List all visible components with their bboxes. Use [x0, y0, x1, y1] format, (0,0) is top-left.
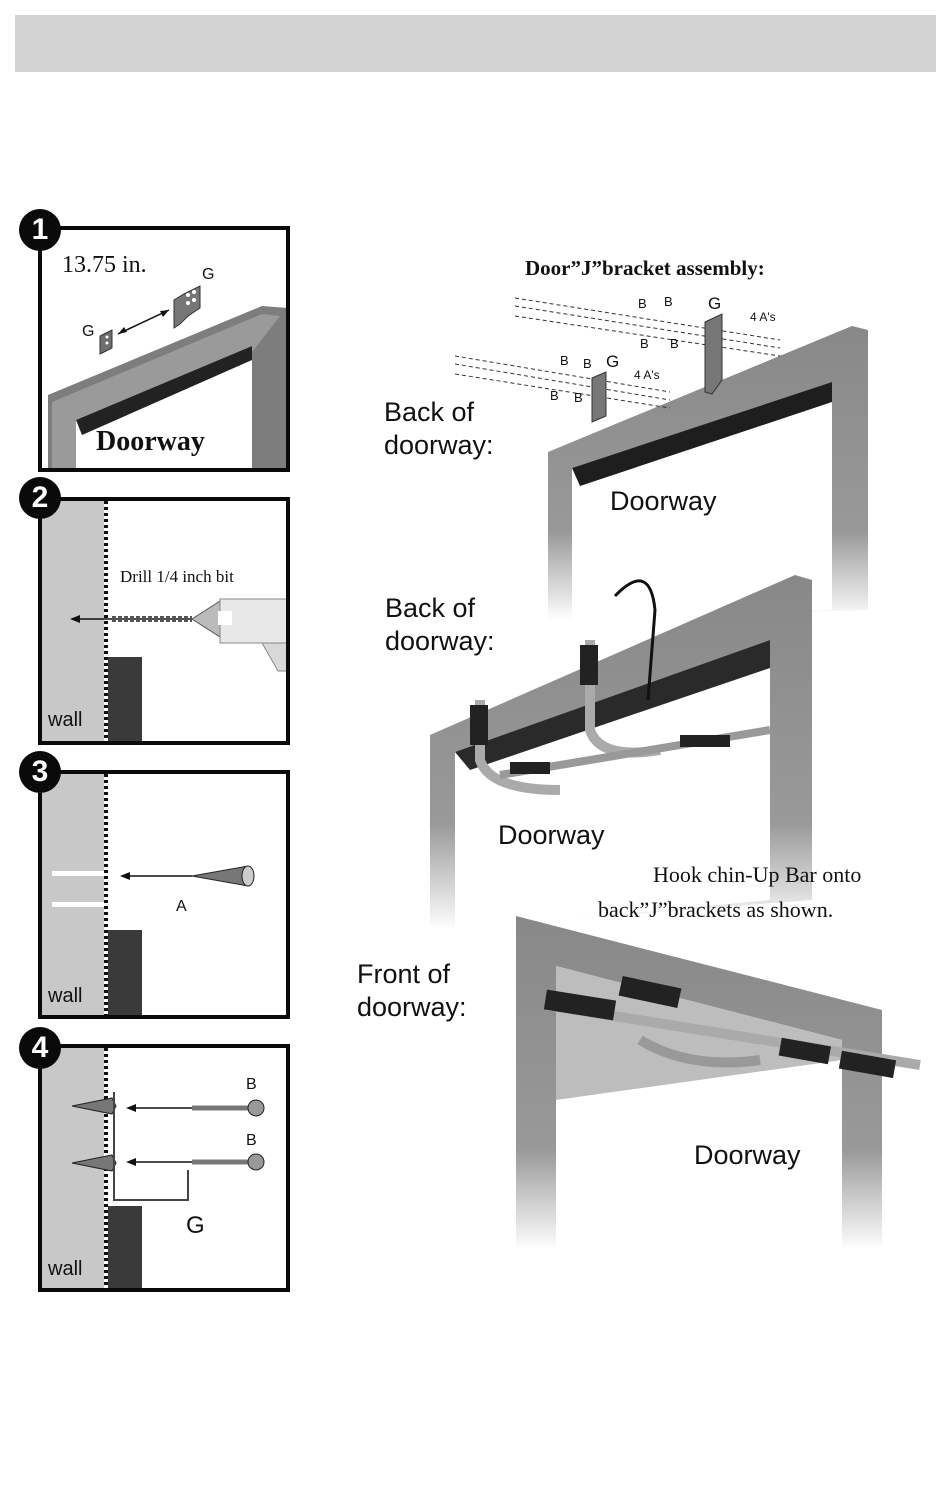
screw-bottom-icon: [192, 1154, 264, 1170]
anchor-illustration: [42, 774, 290, 1019]
step-4-panel: B B G wall: [38, 1044, 290, 1292]
part-a-label: 4 A's: [634, 368, 660, 382]
part-g-label: G: [708, 294, 721, 314]
part-b-label: B: [583, 356, 592, 371]
assembly-title: Door”J”bracket assembly:: [525, 256, 765, 281]
bracket-right-label: G: [202, 266, 214, 284]
chin-up-bar-front-icon: [544, 976, 920, 1078]
part-g-label: G: [606, 352, 619, 372]
screw-top-icon: [192, 1100, 264, 1116]
measurement-label: 13.75 in.: [62, 252, 147, 279]
bracket-left-icon: [100, 330, 112, 354]
drill-label: Drill 1/4 inch bit: [120, 567, 234, 587]
part-a-label: 4 A's: [750, 310, 776, 324]
front-of-doorway-label: Front of doorway:: [357, 958, 467, 1024]
anchor-icon: [192, 866, 254, 886]
wall-label: wall: [48, 985, 82, 1008]
step-1-badge: 1: [19, 209, 61, 251]
wall-stud: [108, 657, 142, 745]
bracket-g-label: G: [186, 1212, 205, 1240]
part-b-label: B: [670, 336, 679, 351]
back-of-doorway-label: Back of doorway:: [385, 592, 495, 658]
hook-arrow: [615, 581, 655, 700]
wall-label: wall: [48, 1258, 82, 1281]
bracket-left-label: G: [82, 323, 94, 341]
hook-instruction-line2: back”J”brackets as shown.: [598, 897, 833, 923]
screw-bottom-label: B: [246, 1132, 257, 1150]
bracket-right-icon: [174, 286, 200, 328]
part-b-label: B: [574, 390, 583, 405]
step-3-panel: A wall: [38, 770, 290, 1019]
screw-top-label: B: [246, 1076, 257, 1094]
anchor-label: A: [176, 898, 187, 916]
step-2-badge: 2: [19, 477, 61, 519]
part-b-label: B: [550, 388, 559, 403]
step-1-panel: 13.75 in. G G Doorway: [38, 226, 290, 472]
chin-up-bar-icon: [470, 640, 770, 790]
doorway-label: Doorway: [610, 486, 717, 517]
doorway-label: Doorway: [694, 1140, 801, 1171]
part-b-label: B: [664, 294, 673, 309]
part-b-label: B: [638, 296, 647, 311]
step-3-badge: 3: [19, 751, 61, 793]
step-4-badge: 4: [19, 1027, 61, 1069]
part-b-label: B: [560, 353, 569, 368]
header-bar: [15, 15, 936, 72]
part-b-label: B: [640, 336, 649, 351]
doorway-label: Doorway: [498, 820, 605, 851]
doorway-3-illustration: [516, 916, 920, 1250]
wall-label: wall: [48, 709, 82, 732]
hook-instruction-line1: Hook chin-Up Bar onto: [653, 862, 861, 888]
step-2-panel: Drill 1/4 inch bit wall: [38, 497, 290, 745]
doorway-1-illustration: [548, 326, 868, 620]
doorway-label: Doorway: [96, 426, 205, 458]
back-of-doorway-label: Back of doorway:: [384, 396, 494, 462]
drill-icon: [192, 599, 290, 671]
